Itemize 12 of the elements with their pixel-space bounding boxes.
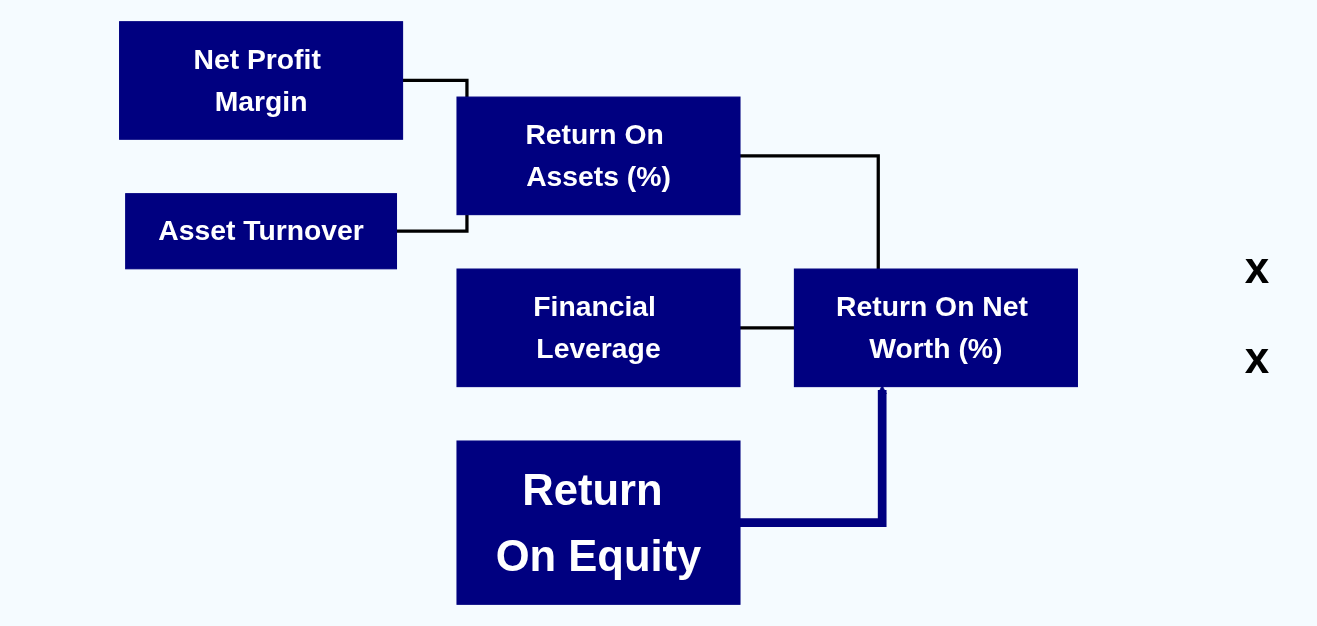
node-box: Return On Net Worth (%)	[793, 268, 1078, 388]
multiply-sign: x	[1244, 333, 1270, 383]
connector	[740, 154, 880, 270]
node-box: Net Profit Margin	[119, 21, 404, 140]
connector	[402, 78, 469, 98]
node-box: Financial Leverage	[456, 268, 741, 388]
node-box: Asset Turnover	[125, 193, 398, 270]
multiply-sign: x	[1244, 243, 1270, 293]
node-box: Return On Assets (%)	[456, 96, 741, 216]
node-box: Return On Equity	[456, 440, 741, 605]
connector	[396, 214, 469, 233]
arrow	[740, 385, 887, 527]
